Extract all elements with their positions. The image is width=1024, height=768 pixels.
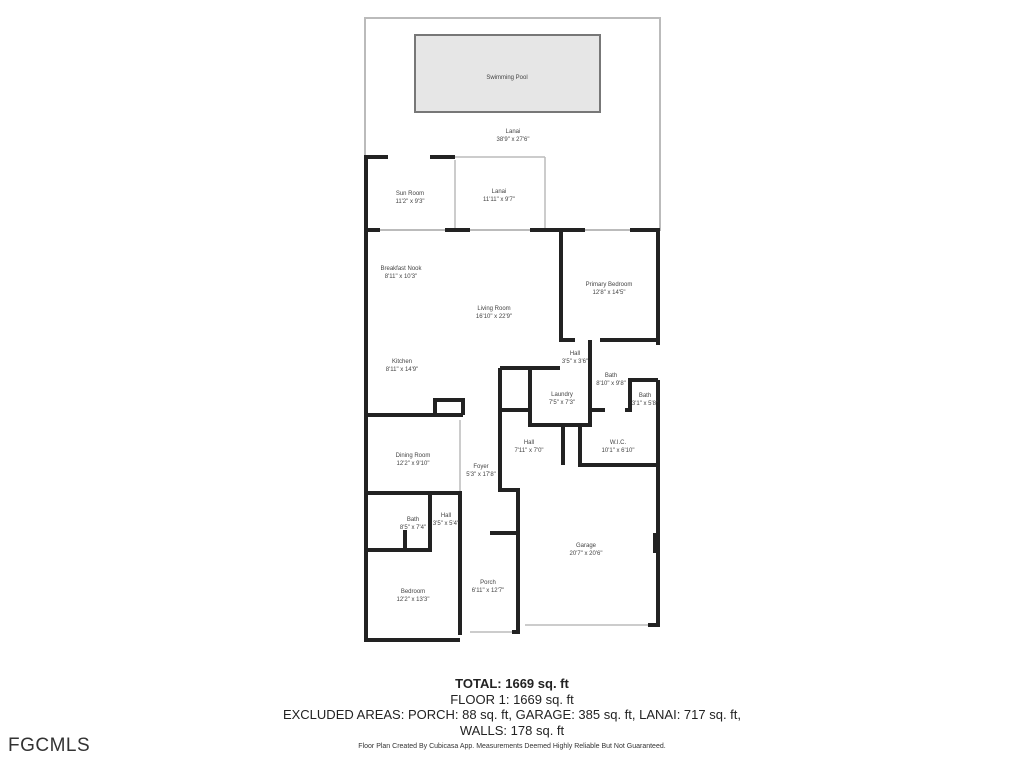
room-label-swimming-pool: Swimming Pool xyxy=(486,75,528,81)
walls xyxy=(364,155,660,642)
walls-area: WALLS: 178 sq. ft xyxy=(459,722,565,738)
lanai-outline xyxy=(364,17,661,231)
thin-walls xyxy=(454,156,648,633)
total-area: TOTAL: 1669 sq. ft xyxy=(455,676,569,691)
swimming-pool xyxy=(414,34,601,113)
area-summary: TOTAL: 1669 sq. ft FLOOR 1: 1669 sq. ft … xyxy=(0,676,1024,738)
room-label-wic: W.I.C.10'1" x 6'10" xyxy=(601,440,635,454)
mls-logo: FGCMLS xyxy=(8,735,91,756)
floor-area: FLOOR 1: 1669 sq. ft xyxy=(450,691,574,707)
credit-text: Floor Plan Created By Cubicasa App. Meas… xyxy=(358,743,666,750)
garage-door-mark xyxy=(653,533,657,553)
excluded-areas: EXCLUDED AREAS: PORCH: 88 sq. ft, GARAGE… xyxy=(282,707,742,722)
